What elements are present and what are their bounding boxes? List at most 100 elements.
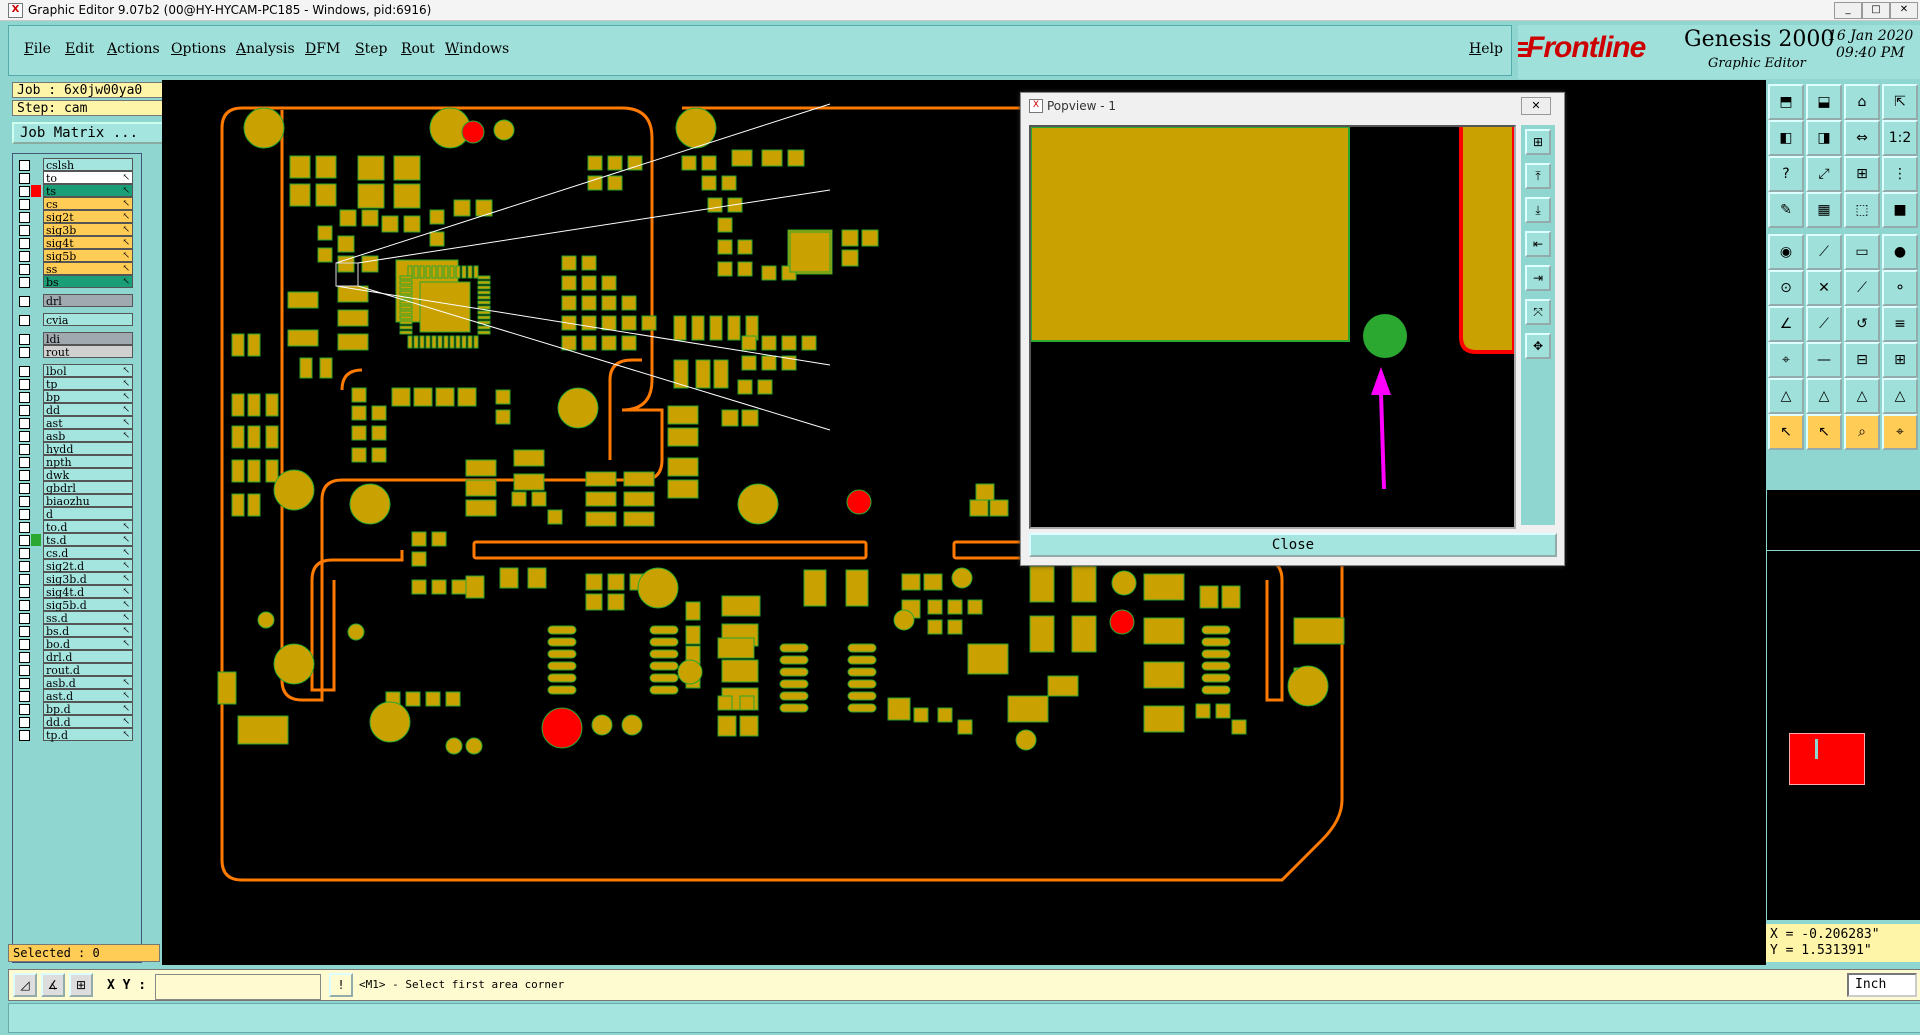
layer-row[interactable]: biaozhu [17,494,135,508]
layer-name[interactable]: ts↖ [43,184,133,198]
layer-name[interactable]: sig2t.d↖ [43,559,133,573]
layer-checkbox[interactable] [19,238,30,249]
layer-checkbox[interactable] [19,431,30,442]
grid-icon[interactable]: ⊞ [69,973,93,997]
scale-icon[interactable]: 1:2 [1882,120,1918,156]
layer-checkbox[interactable] [19,264,30,275]
popview-close-button[interactable]: Close [1029,533,1557,557]
menu-analysis[interactable]: Analysis [236,41,295,57]
layer-row[interactable]: sig2t↖ [17,210,135,224]
layer-name[interactable]: bp.d↖ [43,702,133,716]
fill-icon[interactable]: ■ [1882,192,1918,228]
menu-dfm[interactable]: DFM [305,41,341,57]
layer-row[interactable]: dd↖ [17,403,135,417]
home-icon[interactable]: ⌂ [1844,84,1880,120]
layer-row[interactable]: bs.d↖ [17,624,135,638]
menu-file[interactable]: File [24,41,51,57]
layer-row[interactable]: tp.d↖ [17,728,135,742]
layer-row[interactable]: tp↖ [17,377,135,391]
layer-row[interactable]: drl.d [17,650,135,664]
layer-name[interactable]: bo.d↖ [43,637,133,651]
layer-row[interactable]: bp↖ [17,390,135,404]
layer-row[interactable]: d [17,507,135,521]
popview-zoom-out-icon[interactable]: ⤓ [1525,197,1551,223]
pointer-alt-icon[interactable]: ↖ [1806,414,1842,450]
layer-row[interactable]: bo.d↖ [17,637,135,651]
layer-name[interactable]: tp↖ [43,377,133,391]
layer-row[interactable]: drl [17,294,135,308]
layer-name[interactable]: biaozhu [43,494,133,508]
layer-checkbox[interactable] [19,626,30,637]
layer-row[interactable]: sig2t.d↖ [17,559,135,573]
layer-checkbox[interactable] [19,704,30,715]
layer-checkbox[interactable] [19,251,30,262]
layer-row[interactable]: sig3b↖ [17,223,135,237]
equal-icon[interactable]: ≡ [1882,306,1918,342]
layer-checkbox[interactable] [19,405,30,416]
layer-checkbox[interactable] [19,225,30,236]
layer-name[interactable]: dd.d↖ [43,715,133,729]
layer-name[interactable]: to↖ [43,171,133,185]
layer-row[interactable]: asb↖ [17,429,135,443]
popview-zoom-fit-icon[interactable]: ⊞ [1525,129,1551,155]
layer-checkbox[interactable] [19,522,30,533]
layer-checkbox[interactable] [19,315,30,326]
minimize-button[interactable]: _ [1834,2,1862,19]
menu-rout[interactable]: Rout [401,41,435,57]
undo-icon[interactable]: ↺ [1844,306,1880,342]
popview-center-icon[interactable]: ✥ [1525,333,1551,359]
grid-icon[interactable]: ⊞ [1844,156,1880,192]
alert-icon[interactable]: ! [329,973,353,997]
layer-checkbox[interactable] [19,717,30,728]
measure-icon[interactable]: ⋮ [1882,156,1918,192]
layer-checkbox[interactable] [19,613,30,624]
layer-name[interactable]: lbol↖ [43,364,133,378]
layer-name[interactable]: sig2t↖ [43,210,133,224]
layer-row[interactable]: to.d↖ [17,520,135,534]
layer-name[interactable]: drl.d [43,650,133,664]
layer-name[interactable]: ast↖ [43,416,133,430]
layer-checkbox[interactable] [19,418,30,429]
cross-icon[interactable]: ⌖ [1882,414,1918,450]
layer-row[interactable]: ldi [17,332,135,346]
layer-checkbox[interactable] [19,730,30,741]
layer-row[interactable]: sig4t↖ [17,236,135,250]
layer-row[interactable]: rout [17,345,135,359]
layer-checkbox[interactable] [19,639,30,650]
layer-row[interactable]: dwk [17,468,135,482]
layer-row[interactable]: bp.d↖ [17,702,135,716]
snap-mode-icon[interactable]: ◿ [13,973,37,997]
layer-name[interactable]: d [43,507,133,521]
layer-name[interactable]: rout [43,345,133,359]
snap-pad-icon[interactable]: ◉ [1768,234,1804,270]
layer-name[interactable]: rout.d [43,663,133,677]
layer-name[interactable]: dwk [43,468,133,482]
layer-row[interactable]: rout.d [17,663,135,677]
zoom-area-icon[interactable]: ⬓ [1806,84,1842,120]
layer-checkbox[interactable] [19,212,30,223]
menu-step[interactable]: Step [355,41,388,57]
delete-icon[interactable]: ✕ [1806,270,1842,306]
layer-name[interactable]: sig3b↖ [43,223,133,237]
layer-name[interactable]: bp↖ [43,390,133,404]
layer-checkbox[interactable] [19,600,30,611]
layer-name[interactable]: ss.d↖ [43,611,133,625]
layer-checkbox[interactable] [19,296,30,307]
layer-name[interactable]: sig3b.d↖ [43,572,133,586]
line-icon[interactable]: ⟋ [1844,270,1880,306]
close-window-button[interactable]: ✕ [1890,2,1918,19]
snap-rect-icon[interactable]: ▭ [1844,234,1880,270]
overview-map[interactable] [1766,490,1920,920]
snap-circle-icon[interactable]: ● [1882,234,1918,270]
popview-zoom-in-icon[interactable]: ⤒ [1525,163,1551,189]
layer-name[interactable]: gbdrl [43,481,133,495]
layer-name[interactable]: asb.d↖ [43,676,133,690]
layer-name[interactable]: cslsh [43,158,133,172]
layer-checkbox[interactable] [19,574,30,585]
layer-checkbox[interactable] [19,483,30,494]
layer-row[interactable]: cs↖ [17,197,135,211]
menu-help[interactable]: Help [1469,41,1503,57]
layer-checkbox[interactable] [19,366,30,377]
pointer-icon[interactable]: ↖ [1768,414,1804,450]
layer-name[interactable]: bs↖ [43,275,133,289]
